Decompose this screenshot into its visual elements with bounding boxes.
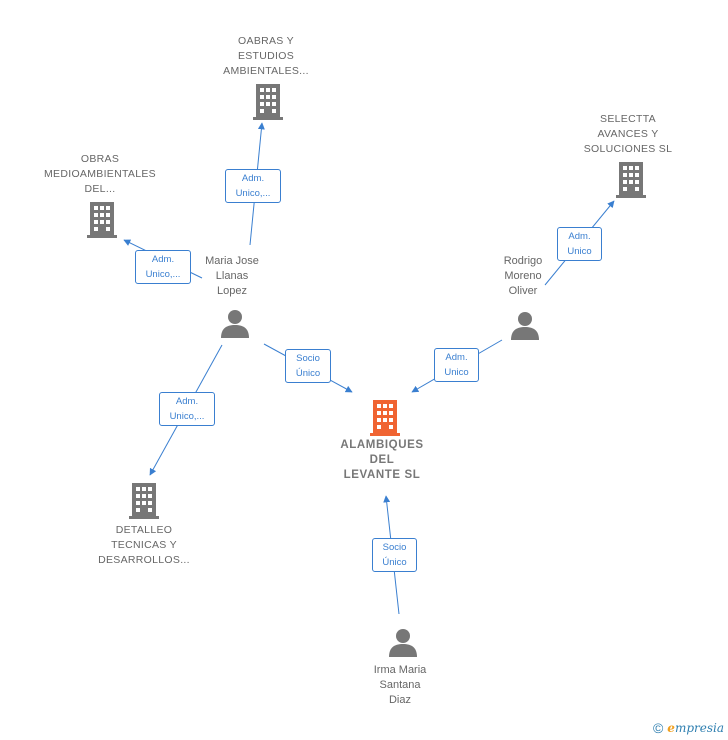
edge-label-rodrigo-selectta[interactable]: Adm. Unico <box>557 227 602 261</box>
copyright-symbol: © <box>652 720 664 736</box>
person-icon <box>389 629 417 657</box>
building-icon <box>129 483 159 519</box>
company-detalleo-name: DETALLEO TECNICAS Y DESARROLLOS... <box>98 524 190 566</box>
building-icon <box>616 162 646 198</box>
edge-label-maria-main[interactable]: Socio Único <box>285 349 331 383</box>
person-irma-name: Irma Maria Santana Diaz <box>373 664 427 706</box>
edge-label-maria-obras[interactable]: Adm. Unico,... <box>135 250 191 284</box>
edge-label-rodrigo-main[interactable]: Adm. Unico <box>434 348 479 382</box>
edge-label-maria-oabras[interactable]: Adm. Unico,... <box>225 169 281 203</box>
edge-label-irma-main[interactable]: Socio Único <box>372 538 417 572</box>
company-selectta-name: SELECTTA AVANCES Y SOLUCIONES SL <box>583 113 673 155</box>
empresia-logo: empresia <box>667 721 724 735</box>
person-maria-name: Maria Jose Llanas Lopez <box>205 255 259 297</box>
company-oabras-name: OABRAS Y ESTUDIOS AMBIENTALES... <box>223 35 309 77</box>
person-icon <box>221 310 249 338</box>
person-rodrigo-name: Rodrigo Moreno Oliver <box>503 255 543 297</box>
empresia-brand[interactable]: © empresia <box>653 720 724 736</box>
building-icon <box>253 84 283 120</box>
main-company-name: ALAMBIQUES DEL LEVANTE SL <box>340 439 424 481</box>
building-icon <box>87 202 117 238</box>
person-icon <box>511 312 539 340</box>
company-obras-name: OBRAS MEDIOAMBIENTALES DEL... <box>44 153 156 195</box>
building-icon <box>370 400 400 436</box>
edge-label-maria-detalleo[interactable]: Adm. Unico,... <box>159 392 215 426</box>
